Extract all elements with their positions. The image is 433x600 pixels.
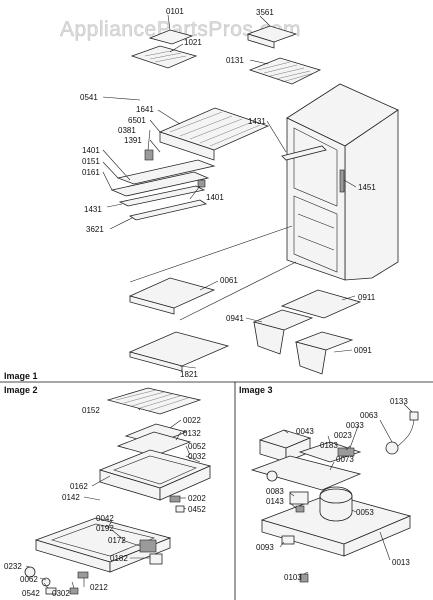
part-0182 (149, 553, 163, 565)
label-0042: 0042 (96, 514, 114, 523)
label-1431-right: 1431 (248, 117, 266, 126)
label-0162: 0162 (70, 482, 88, 491)
part-rail-0161 (110, 171, 210, 197)
label-1641: 1641 (136, 105, 154, 114)
label-0212: 0212 (90, 583, 108, 592)
image2-labels: 0152 0022 0132 0052 0032 0162 0142 0202 … (4, 406, 206, 598)
label-0182: 0182 (110, 554, 128, 563)
label-0132: 0132 (183, 429, 201, 438)
label-1401-left: 1401 (82, 146, 100, 155)
label-0452: 0452 (188, 505, 206, 514)
label-0152: 0152 (82, 406, 100, 415)
label-0941: 0941 (226, 314, 244, 323)
label-0302: 0302 (52, 589, 70, 598)
label-0022: 0022 (183, 416, 201, 425)
part-frame-0073 (250, 455, 362, 491)
label-0542: 0542 (22, 589, 40, 598)
part-bracket-0023 (298, 441, 362, 463)
part-shelf-0152 (106, 387, 202, 415)
panel-title-image1: Image 1 (4, 371, 38, 381)
label-0202: 0202 (188, 494, 206, 503)
label-3561: 3561 (256, 8, 274, 17)
panel-title-image2: Image 2 (4, 385, 38, 395)
part-0542 (45, 587, 57, 595)
part-0202 (169, 495, 181, 503)
image3-drawing (250, 403, 419, 583)
part-0183 (337, 447, 355, 457)
part-bar-1431 (281, 145, 327, 161)
fresh-food-opening (293, 195, 338, 273)
label-0032: 0032 (188, 452, 206, 461)
label-0172: 0172 (108, 536, 126, 545)
label-0911: 0911 (358, 293, 376, 302)
label-0033: 0033 (346, 421, 364, 430)
label-0061: 0061 (220, 276, 238, 285)
label-0151: 0151 (82, 157, 100, 166)
label-0143: 0143 (266, 497, 284, 506)
part-clip-1391 (144, 149, 154, 161)
part-relay-0063 (385, 441, 399, 455)
image2-drawing (24, 387, 212, 595)
label-0093: 0093 (256, 543, 274, 552)
label-0101: 0101 (166, 7, 184, 16)
label-0083: 0083 (266, 487, 284, 496)
part-0172 (139, 539, 157, 553)
label-0063: 0063 (360, 411, 378, 420)
label-0131: 0131 (226, 56, 244, 65)
label-0023: 0023 (334, 431, 352, 440)
label-6501: 6501 (128, 116, 146, 125)
part-0083 (289, 491, 309, 505)
part-0093 (281, 535, 295, 545)
label-0232: 0232 (4, 562, 22, 571)
part-0212 (77, 571, 89, 579)
image3-labels: 0133 0063 0043 0033 0023 0183 0073 0083 … (256, 397, 410, 582)
image1-labels: 0101 3561 1021 0131 0541 1641 6501 0381 … (80, 7, 376, 379)
label-0062: 0062 (20, 575, 38, 584)
label-0043: 0043 (296, 427, 314, 436)
part-cover-small (148, 29, 194, 45)
part-0062 (41, 577, 51, 587)
cabinet-control (339, 169, 345, 193)
label-0103: 0103 (284, 573, 302, 582)
part-plate-0132 (116, 431, 192, 457)
label-1451: 1451 (358, 183, 376, 192)
part-plug-0133 (409, 411, 419, 421)
label-0183: 0183 (320, 441, 338, 450)
label-0073: 0073 (336, 455, 354, 464)
label-0161: 0161 (82, 168, 100, 177)
label-0142: 0142 (62, 493, 80, 502)
label-1401-right: 1401 (206, 193, 224, 202)
part-rail-0151 (116, 159, 216, 185)
part-strip-3621 (129, 199, 207, 221)
part-0302 (69, 587, 79, 595)
panel-title-image3: Image 3 (239, 385, 273, 395)
label-0013: 0013 (392, 558, 410, 567)
label-0091: 0091 (354, 346, 372, 355)
part-0143 (295, 505, 305, 513)
part-grille-0131 (248, 57, 322, 85)
label-1391: 1391 (124, 136, 142, 145)
label-1821: 1821 (180, 370, 198, 379)
part-cord-0133 (395, 419, 415, 449)
label-0053: 0053 (356, 508, 374, 517)
image1-drawing (102, 14, 399, 375)
label-0541: 0541 (80, 93, 98, 102)
part-crisper-cover-0911 (280, 289, 362, 319)
label-0133: 0133 (390, 397, 408, 406)
part-clip-1401 (197, 179, 206, 188)
cabinet-front (286, 117, 346, 281)
part-cover-1021 (130, 45, 198, 69)
label-0052: 0052 (188, 442, 206, 451)
label-1021: 1021 (184, 38, 202, 47)
label-3621: 3621 (86, 225, 104, 234)
watermark-text: AppliancePartsPros.com (60, 18, 301, 41)
label-1431-left: 1431 (84, 205, 102, 214)
freezer-opening (293, 127, 338, 207)
label-0381: 0381 (118, 126, 136, 135)
part-strip-1431 (118, 185, 206, 207)
label-0192: 0192 (96, 524, 114, 533)
part-0452 (175, 505, 185, 513)
